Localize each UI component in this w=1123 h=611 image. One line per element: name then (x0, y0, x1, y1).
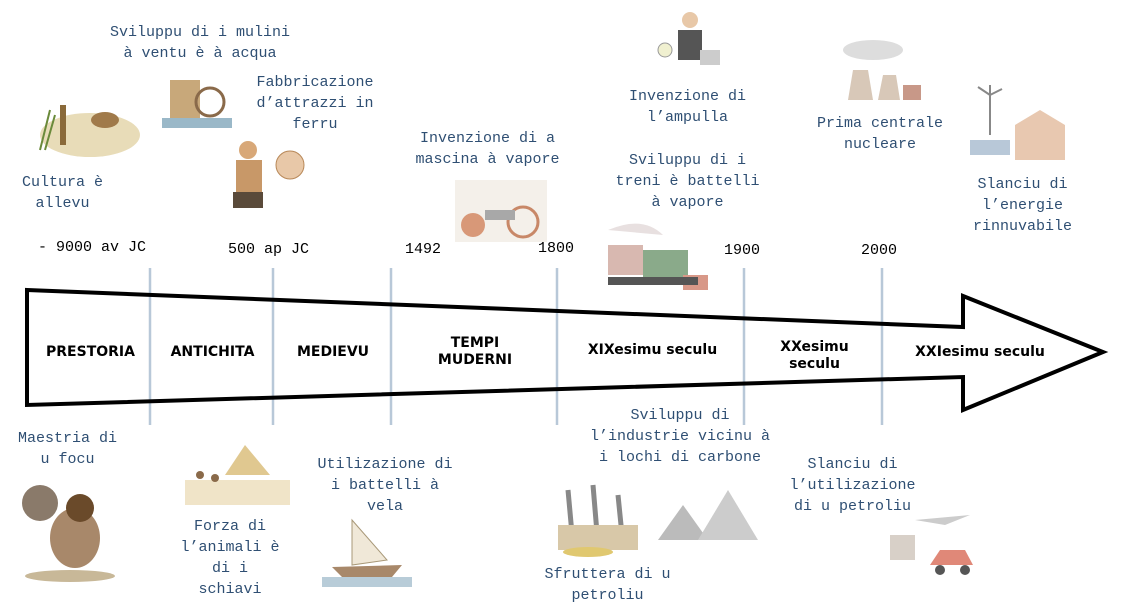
era-xx-seculu: XXesimu seculu (780, 339, 849, 372)
oil-usage-illustration (890, 515, 973, 575)
year-label: 1900 (724, 242, 761, 259)
year-label: 1800 (538, 240, 575, 257)
timeline-arrow (25, 287, 1109, 413)
year-label: 1492 (405, 241, 442, 258)
event-caption: Prima centrale nucleare (816, 115, 944, 153)
lightbulb-inventor-illustration (657, 12, 720, 65)
farming-illustration (39, 105, 140, 157)
era-medievu: MEDIEVU (296, 344, 370, 360)
period-dividers (148, 268, 884, 425)
nuclear-plant-illustration (843, 40, 921, 100)
era-antichita: ANTICHITA (170, 344, 255, 360)
event-caption: Maestria di u focu (17, 430, 118, 468)
event-caption: Slanciu di l’energie rinnuvabile (972, 176, 1073, 235)
year-label: - 9000 av JC (38, 239, 147, 256)
event-caption: Invenzione di a mascina à vapore (415, 130, 560, 168)
era-xxi-seculu: XXIesimu seculu (915, 344, 1045, 360)
steam-engine-illustration (455, 180, 547, 242)
event-caption: Cultura è allevu (21, 174, 103, 212)
renewable-energy-illustration (970, 85, 1065, 160)
event-caption: Forza di l’animali è di i schiavi (180, 518, 280, 598)
event-caption: Sviluppu di l’industrie vicinu à i lochi… (589, 407, 771, 466)
blacksmith-illustration (233, 141, 305, 208)
event-caption: Slanciu di l’utilizazione di u petroliu (789, 456, 916, 515)
year-label: 500 ap JC (228, 241, 310, 258)
event-caption: Sviluppu di i mulini à ventu è à acqua (109, 24, 291, 62)
coal-industry-illustration (558, 484, 758, 557)
event-caption: Fabbricazione d’attrazzi in ferru (256, 74, 374, 133)
era-xix-seculu: XIXesimu seculu (587, 342, 718, 358)
mill-illustration (162, 80, 232, 128)
year-label: 2000 (861, 242, 898, 259)
fire-mastery-illustration (22, 485, 115, 582)
event-caption: Invenzione di l’ampulla (628, 88, 747, 126)
event-caption: Sfruttera di u petroliu (544, 566, 671, 604)
pyramid-slaves-illustration (185, 445, 290, 505)
sailing-ship-illustration (322, 518, 412, 587)
era-tempi-muderni: TEMPI MUDERNI (437, 335, 513, 368)
event-caption: Utilizazione di i battelli à vela (317, 456, 453, 515)
steam-train-illustration (608, 223, 708, 290)
era-prestoria: PRESTORIA (46, 344, 135, 360)
event-caption: Sviluppu di i treni è battelli à vapore (615, 152, 760, 211)
